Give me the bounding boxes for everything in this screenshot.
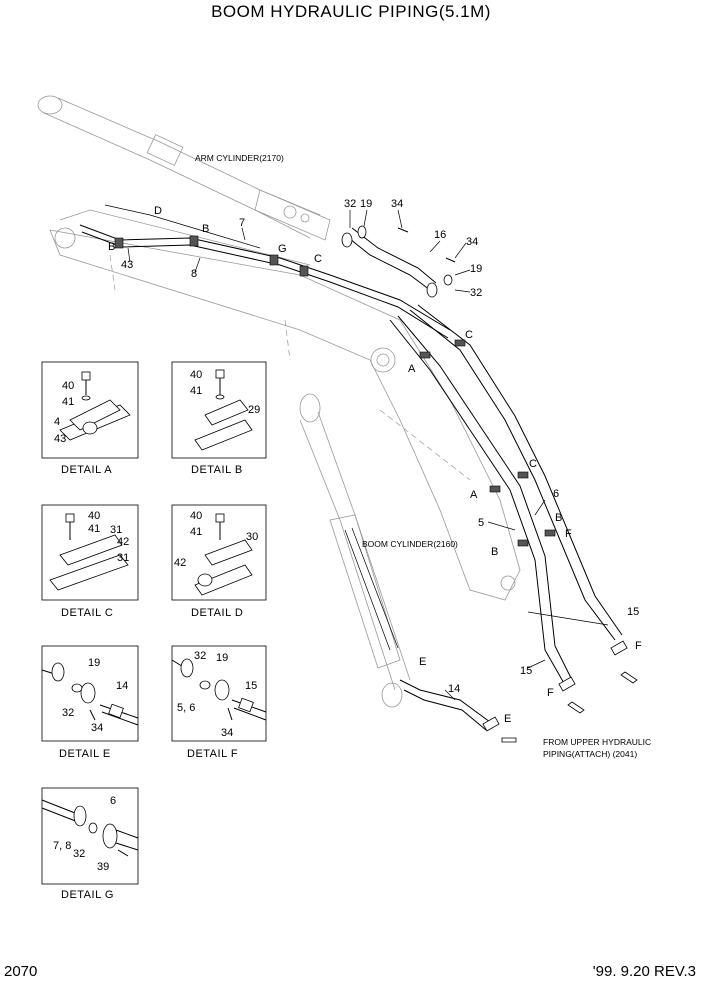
detail-e-caption: DETAIL E xyxy=(59,748,111,760)
callout-B: B xyxy=(555,512,562,524)
arm-cylinder-note: ARM CYLINDER(2170) xyxy=(195,153,284,163)
boom-cylinder xyxy=(299,393,411,708)
boom-structure xyxy=(49,209,521,601)
detail-c-label-31b: 31 xyxy=(117,552,129,564)
pipe-lines xyxy=(79,204,638,743)
callout-43: 43 xyxy=(121,259,133,271)
callout-A: A xyxy=(408,363,416,375)
arrow-icon xyxy=(620,671,638,684)
detail-g-label-39: 39 xyxy=(97,861,109,873)
callout-C: C xyxy=(465,329,473,341)
callout-E: E xyxy=(504,713,511,725)
detail-a-label-40: 40 xyxy=(62,380,74,392)
arrow-icon xyxy=(567,701,585,714)
detail-c-label-40: 40 xyxy=(88,510,100,522)
callout-5: 5 xyxy=(478,517,484,529)
callout-F: F xyxy=(635,640,642,652)
detail-c-label-41: 41 xyxy=(88,523,100,535)
detail-c: 40 41 31 42 31 DETAIL C xyxy=(41,504,139,619)
revision-date: '99. 9.20 REV.3 xyxy=(592,963,696,980)
callout-D: D xyxy=(154,205,162,217)
detail-g: 6 7, 8 32 39 DETAIL G xyxy=(41,787,139,901)
detail-b-label-40: 40 xyxy=(190,369,202,381)
detail-a: 40 41 4 43 DETAIL A xyxy=(41,361,139,476)
callout-34: 34 xyxy=(391,198,403,210)
callout-F: F xyxy=(547,687,554,699)
detail-f-label-34: 34 xyxy=(221,727,233,739)
page-title: BOOM HYDRAULIC PIPING(5.1M) xyxy=(211,2,491,21)
detail-b-label-29: 29 xyxy=(248,404,260,416)
detail-b-caption: DETAIL B xyxy=(191,464,243,476)
detail-a-caption: DETAIL A xyxy=(61,464,112,476)
detail-e-label-19: 19 xyxy=(88,657,100,669)
detail-d-caption: DETAIL D xyxy=(191,607,243,619)
callout-19: 19 xyxy=(470,263,482,275)
detail-f-label-15: 15 xyxy=(245,680,257,692)
callout-32: 32 xyxy=(470,287,482,299)
detail-e-label-32: 32 xyxy=(62,707,74,719)
detail-d-label-42: 42 xyxy=(174,557,186,569)
detail-g-label-6: 6 xyxy=(110,795,116,807)
callout-F: F xyxy=(565,528,572,540)
detail-d-label-30: 30 xyxy=(246,531,258,543)
detail-d-label-41: 41 xyxy=(190,526,202,538)
callout-B: B xyxy=(491,546,498,558)
callout-15: 15 xyxy=(520,665,532,677)
detail-e: 19 14 32 34 DETAIL E xyxy=(41,645,139,760)
callout-16: 16 xyxy=(434,229,446,241)
callout-32: 32 xyxy=(344,198,356,210)
callout-19: 19 xyxy=(360,198,372,210)
detail-f-label-5-6: 5, 6 xyxy=(177,702,195,714)
detail-e-label-14: 14 xyxy=(116,680,128,692)
callout-C: C xyxy=(314,253,322,265)
detail-c-caption: DETAIL C xyxy=(61,607,113,619)
detail-b-label-41: 41 xyxy=(190,385,202,397)
arm-cylinder xyxy=(37,95,331,241)
arrow-icon xyxy=(501,737,517,743)
detail-d-label-40: 40 xyxy=(190,510,202,522)
detail-f-label-19: 19 xyxy=(216,652,228,664)
detail-g-caption: DETAIL G xyxy=(61,889,114,901)
callout-B: B xyxy=(202,223,209,235)
from-upper-note-1: FROM UPPER HYDRAULIC xyxy=(543,737,651,747)
callout-A: A xyxy=(470,489,478,501)
detail-a-label-41: 41 xyxy=(62,396,74,408)
detail-c-label-31: 31 xyxy=(110,524,122,536)
detail-g-label-7-8: 7, 8 xyxy=(53,840,71,852)
callout-6: 6 xyxy=(553,488,559,500)
callout-8: 8 xyxy=(191,268,197,280)
boom-cylinder-note: BOOM CYLINDER(2160) xyxy=(362,539,458,549)
callout-C: C xyxy=(529,458,537,470)
detail-a-label-43: 43 xyxy=(54,433,66,445)
detail-f: 32 19 15 5, 6 34 DETAIL F xyxy=(171,645,267,760)
detail-d: 40 41 30 42 DETAIL D xyxy=(171,504,267,619)
detail-g-label-32: 32 xyxy=(73,848,85,860)
callout-E: E xyxy=(419,656,426,668)
callout-7: 7 xyxy=(239,217,245,229)
detail-a-label-4: 4 xyxy=(54,416,60,428)
callout-14: 14 xyxy=(448,683,460,695)
detail-f-caption: DETAIL F xyxy=(187,748,238,760)
callout-34: 34 xyxy=(466,236,478,248)
detail-b: 40 41 29 DETAIL B xyxy=(171,361,267,476)
page-number: 2070 xyxy=(4,963,38,980)
main-callouts: ARM CYLINDER(2170) BOOM CYLINDER(2160) F… xyxy=(108,153,651,759)
detail-f-label-32: 32 xyxy=(194,650,206,662)
from-upper-note-2: PIPING(ATTACH) (2041) xyxy=(543,749,637,759)
callout-B: B xyxy=(108,241,115,253)
detail-c-label-42: 42 xyxy=(117,536,129,548)
callout-G: G xyxy=(278,243,287,255)
detail-e-label-34: 34 xyxy=(91,722,103,734)
callout-15: 15 xyxy=(627,606,639,618)
